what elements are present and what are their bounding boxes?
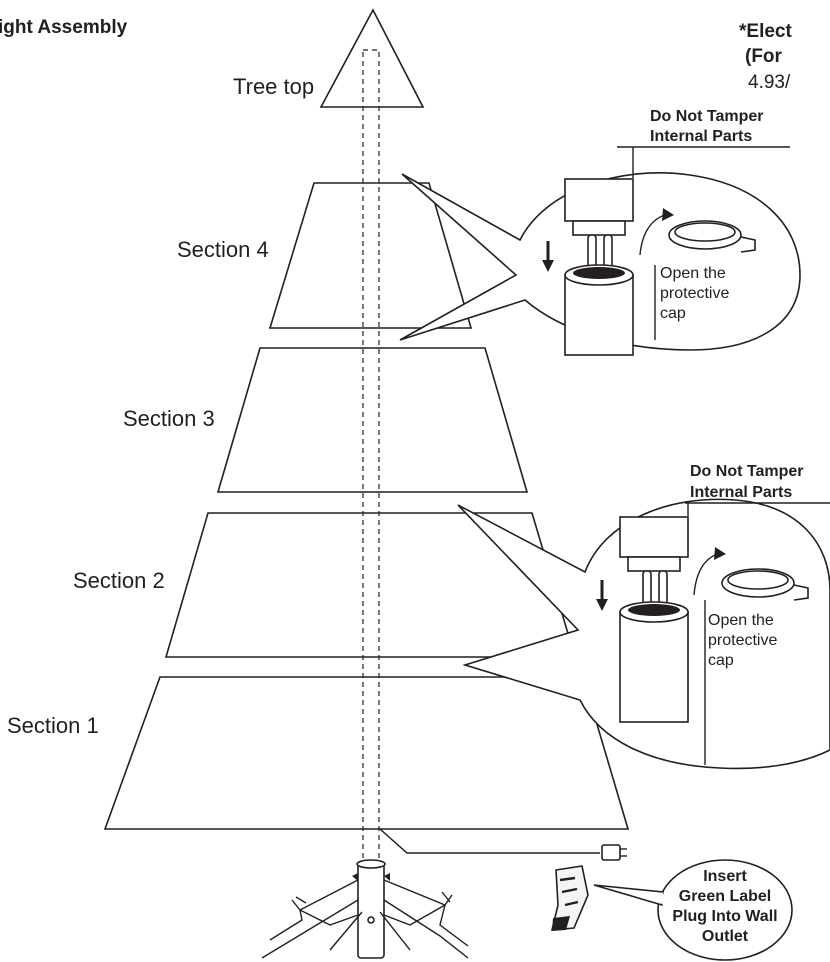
section-4-tier xyxy=(268,182,473,329)
cord-plug xyxy=(601,844,621,861)
section-3-label: Section 3 xyxy=(123,406,215,431)
lower-connector-detail xyxy=(457,498,830,770)
section-1-tier xyxy=(103,676,630,830)
lower-warning-line1: Do Not Tamper xyxy=(690,463,803,480)
upper-cap-instruction-line3: cap xyxy=(660,305,686,322)
electrical-note-line3: 4.93/ xyxy=(748,72,791,93)
lower-cap-instruction-line2: protective xyxy=(708,632,777,649)
upper-warning-line1: Do Not Tamper xyxy=(650,108,763,125)
power-cord xyxy=(379,828,600,854)
plug-callout-line3: Plug Into Wall xyxy=(672,908,777,925)
plug-callout-bubble xyxy=(593,859,793,961)
electrical-note-line2: (For xyxy=(745,46,783,67)
upper-connector-detail xyxy=(399,146,801,356)
section-1-label: Section 1 xyxy=(7,713,99,738)
plug-callout-line4: Outlet xyxy=(702,928,749,945)
section-3-tier xyxy=(216,347,529,493)
tree-stand-icon xyxy=(261,859,469,959)
lower-cap-instruction-line3: cap xyxy=(708,652,734,669)
section-2-label: Section 2 xyxy=(73,568,165,593)
upper-cap-instruction-line1: Open the xyxy=(660,265,726,282)
upper-cap-instruction-line2: protective xyxy=(660,285,729,302)
plug-callout-line1: Insert xyxy=(703,868,747,885)
lower-cap-instruction-line1: Open the xyxy=(708,612,774,629)
electrical-note-line1: *Elect xyxy=(739,21,792,42)
tree-top-label: Tree top xyxy=(233,74,314,99)
tree-top-cone xyxy=(319,8,425,108)
center-pole-dashed xyxy=(362,49,380,871)
upper-warning-line2: Internal Parts xyxy=(650,128,752,145)
wall-outlet-icon xyxy=(550,865,589,931)
lower-warning-line2: Internal Parts xyxy=(690,484,792,501)
plug-callout-line2: Green Label xyxy=(679,888,771,905)
assembly-title: ight Assembly xyxy=(0,17,128,38)
section-4-label: Section 4 xyxy=(177,237,269,262)
